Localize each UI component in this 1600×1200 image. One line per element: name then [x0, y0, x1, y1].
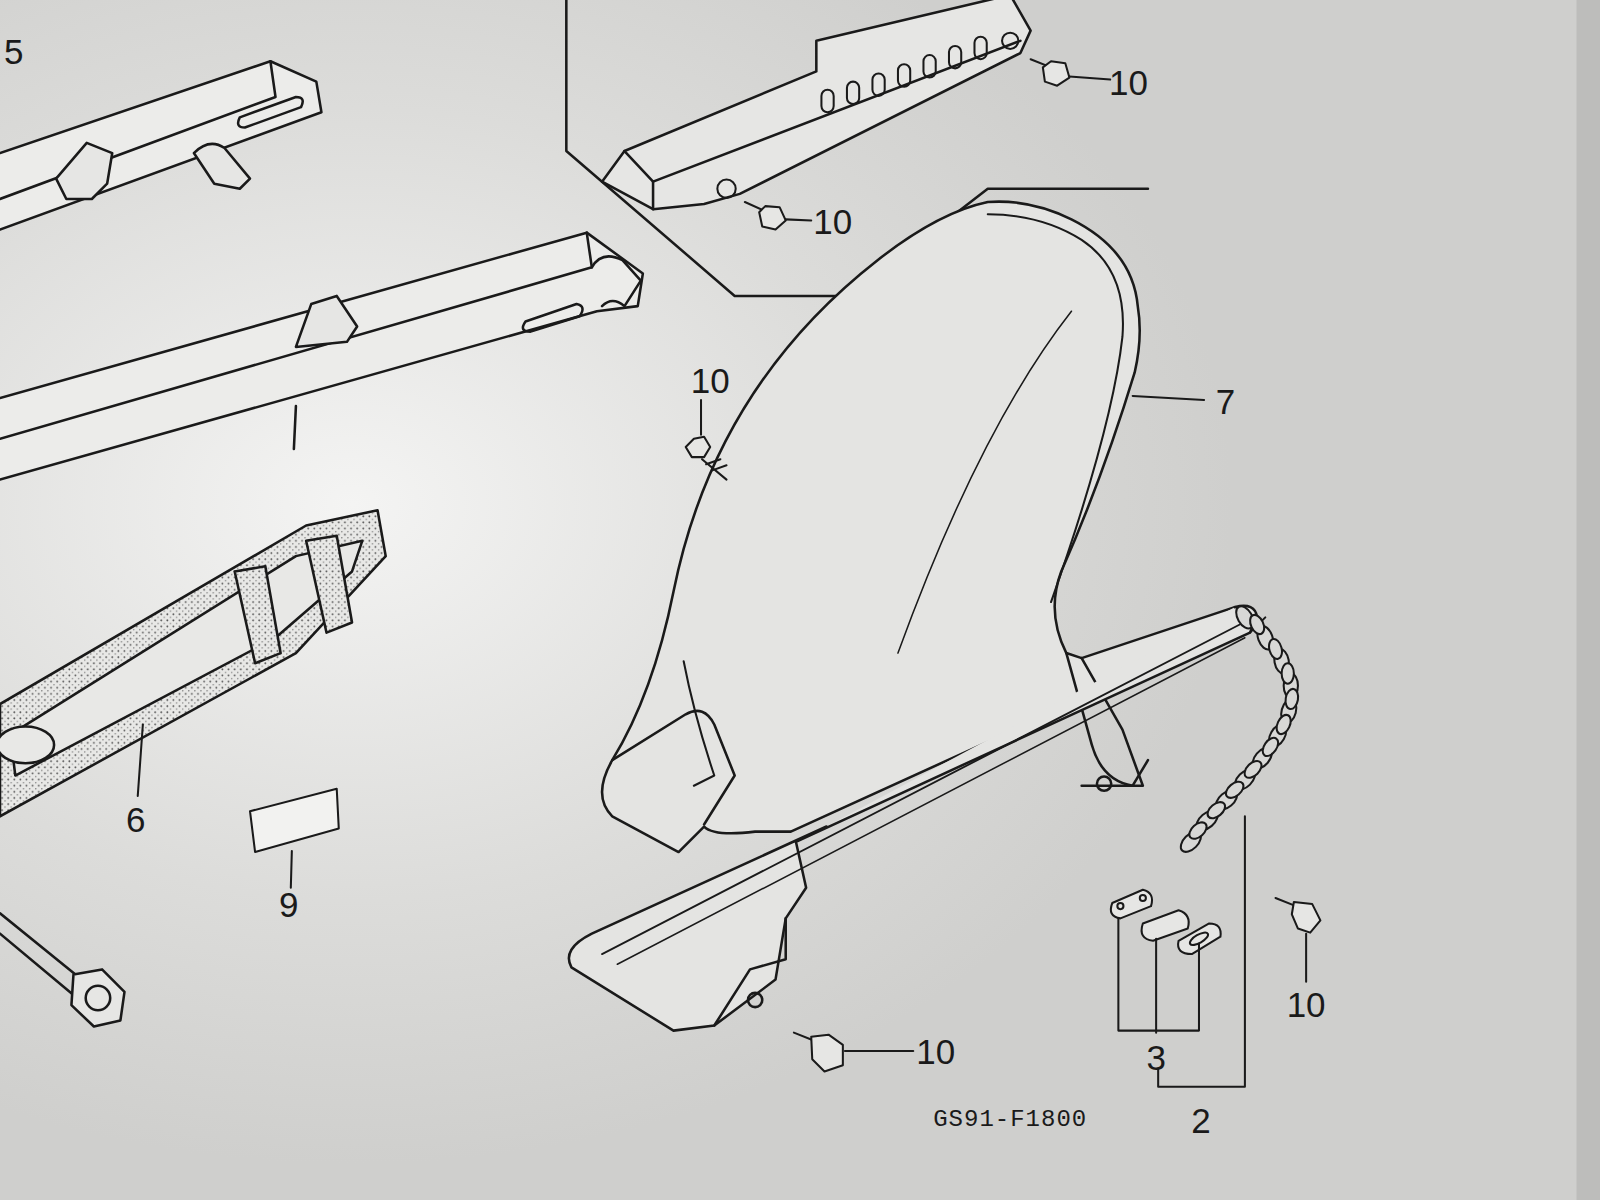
callout-number: 9 — [279, 887, 298, 922]
callout-number: 10 — [1109, 64, 1148, 99]
callout-number: 10 — [813, 204, 852, 239]
callout-number: 5 — [4, 34, 23, 69]
figure-code: GS91-F1800 — [933, 1108, 1087, 1132]
callout-number: 10 — [916, 1034, 955, 1069]
callout-number: 2 — [1191, 1103, 1210, 1138]
callout-number: 6 — [126, 802, 145, 837]
callout-number: 3 — [1146, 1040, 1165, 1075]
callout-number: 10 — [1287, 987, 1326, 1022]
callout-number: 10 — [691, 362, 730, 397]
callout-number: 7 — [1216, 384, 1235, 419]
